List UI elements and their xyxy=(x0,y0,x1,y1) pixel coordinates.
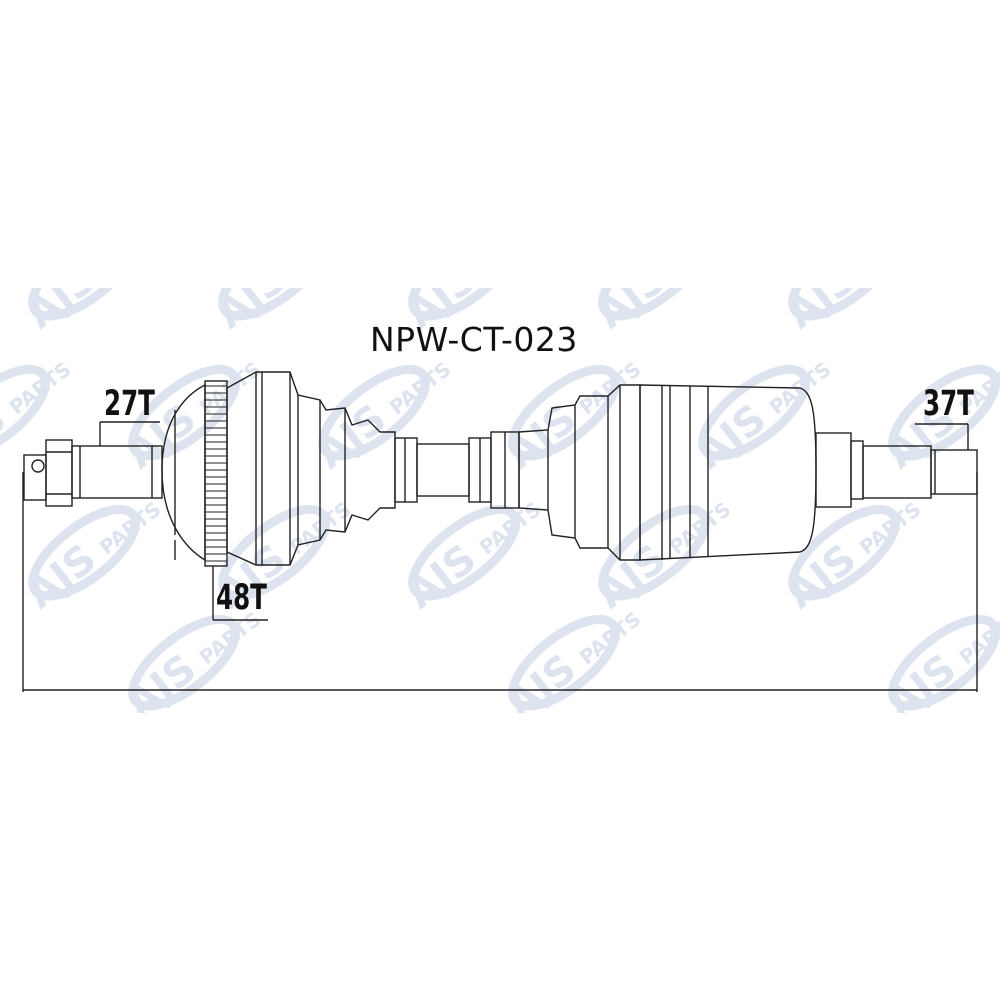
svg-text:PARTS: PARTS xyxy=(855,497,926,560)
svg-text:AJS: AJS xyxy=(398,536,485,618)
svg-text:AJS: AJS xyxy=(878,646,965,728)
svg-text:AJS: AJS xyxy=(498,396,585,478)
part-number: NPW-CT-023 xyxy=(370,320,578,359)
svg-text:AJS: AJS xyxy=(688,396,775,478)
svg-text:PARTS: PARTS xyxy=(855,217,926,280)
outer-spline-stub xyxy=(71,421,163,499)
svg-text:PARTS: PARTS xyxy=(95,217,166,280)
svg-text:PARTS: PARTS xyxy=(575,357,646,420)
abs-tone-ring xyxy=(204,380,268,621)
drive-shaft xyxy=(22,371,978,692)
outer-boot xyxy=(226,371,396,566)
outer-end-nut xyxy=(23,439,73,507)
svg-text:PARTS: PARTS xyxy=(665,497,736,560)
svg-text:PARTS: PARTS xyxy=(95,497,166,560)
inner-spline-stub xyxy=(815,423,978,508)
svg-text:PARTS: PARTS xyxy=(475,497,546,560)
svg-text:PARTS: PARTS xyxy=(475,217,546,280)
svg-text:AJS: AJS xyxy=(778,256,865,338)
svg-text:AJS: AJS xyxy=(18,256,105,338)
svg-text:AJS: AJS xyxy=(588,256,675,338)
inner-spline-count: 37T xyxy=(923,384,974,424)
ajs-parts-watermark: AJSPARTSAJSPARTSAJSPARTSAJSPARTSAJSPARTS… xyxy=(0,217,1000,728)
svg-text:AJS: AJS xyxy=(118,646,205,728)
svg-text:AJS: AJS xyxy=(308,396,395,478)
svg-text:AJS: AJS xyxy=(208,256,295,338)
svg-text:PARTS: PARTS xyxy=(385,357,456,420)
abs-ring-tooth-count: 48T xyxy=(216,578,267,618)
outer-spline-count: 27T xyxy=(104,384,155,424)
svg-text:PARTS: PARTS xyxy=(575,607,646,670)
svg-text:PARTS: PARTS xyxy=(5,357,76,420)
inner-boot xyxy=(518,384,641,561)
svg-text:AJS: AJS xyxy=(18,536,105,618)
svg-text:PARTS: PARTS xyxy=(665,217,736,280)
svg-text:AJS: AJS xyxy=(778,536,865,618)
svg-text:PARTS: PARTS xyxy=(285,217,356,280)
svg-text:AJS: AJS xyxy=(498,646,585,728)
